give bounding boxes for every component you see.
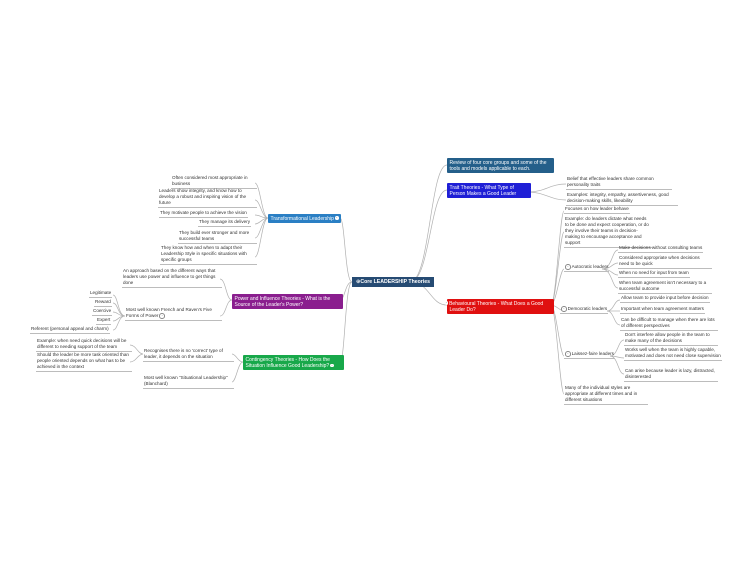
collapse-toggle-icon[interactable]: - — [565, 264, 571, 270]
autocratic-label: Autocratic leaders — [571, 264, 609, 270]
power-form-text: Reward — [95, 299, 111, 304]
laissez-faire-item[interactable]: Can arise because leader is lazy, distra… — [624, 368, 718, 382]
behaviour-item-text: Focuses on how leader behave — [565, 206, 629, 211]
trait-item-text: Belief that effective leaders share comm… — [567, 176, 654, 187]
five-forms-text: Most well known French and Raven's Five … — [126, 307, 212, 319]
behavioural-theories-topic[interactable]: -Behavioural Theories - What Does a Good… — [444, 299, 554, 315]
autocratic-item-text: Considered appropriate when decisions ne… — [619, 255, 700, 266]
power-form-item[interactable]: Legitimate — [89, 290, 113, 298]
democratic-label: Democratic leaders — [567, 306, 608, 312]
laissez-faire-item-text: Can arise because leader is lazy, distra… — [625, 368, 715, 379]
autocratic-leaders-node[interactable]: -Autocratic leaders — [564, 264, 610, 272]
transformational-item[interactable]: Often considered most appropriate in bus… — [171, 175, 257, 189]
contingency-item-text: Example: when need quick decisions will … — [37, 338, 127, 349]
transformational-text: Transformational Leadership — [270, 215, 334, 222]
behaviour-focus-item[interactable]: Focuses on how leader behave — [564, 206, 630, 214]
behaviour-summary-item[interactable]: Many of the individual styles are approp… — [564, 385, 648, 405]
review-topic[interactable]: Review of four core groups and some of t… — [447, 158, 554, 174]
contingency-theories-topic[interactable]: Contingency Theories - How Does the Situ… — [243, 355, 344, 371]
contingency-example-item[interactable]: Should the leader be more task oriented … — [36, 352, 132, 372]
transformational-item[interactable]: They manage its delivery — [198, 219, 252, 227]
autocratic-item[interactable]: When team agreement isn't necessary to a… — [618, 280, 712, 294]
transformational-item-text: Often considered most appropriate in bus… — [172, 175, 248, 186]
democratic-item[interactable]: Can be difficult to manage when there ar… — [620, 317, 718, 331]
power-form-text: Expert — [97, 317, 111, 322]
contingency-situation-text: Recognises there is no 'correct' type of… — [144, 348, 223, 359]
behaviour-item-text: Example: do leaders dictate what needs t… — [565, 216, 649, 245]
trait-theories-topic[interactable]: Trait Theories - What Type of Person Mak… — [447, 183, 531, 199]
power-form-text: Legitimate — [90, 290, 112, 295]
democratic-leaders-node[interactable]: -Democratic leaders — [560, 306, 609, 314]
autocratic-item-text: When team agreement isn't necessary to a… — [619, 280, 707, 291]
power-form-item[interactable]: Referent (personal appeal and charm) — [30, 326, 110, 334]
transformational-item-text: Leaders show integrity, and know how to … — [159, 188, 247, 205]
transformational-item[interactable]: They motivate people to achieve the visi… — [159, 210, 248, 218]
transformational-item-text: They motivate people to achieve the visi… — [160, 210, 247, 215]
power-form-item[interactable]: Coercive — [92, 308, 113, 316]
democratic-item-text: Can be difficult to manage when there ar… — [621, 317, 715, 328]
behaviour-example-item[interactable]: Example: do leaders dictate what needs t… — [564, 216, 652, 248]
trait-item-examples[interactable]: Examples: integrity, empathy, assertiven… — [566, 192, 678, 206]
democratic-item[interactable]: Allow team to provide input before decis… — [620, 295, 710, 303]
power-influence-text: Power and Influence Theories - What is t… — [234, 295, 331, 308]
democratic-item[interactable]: Important when team agreement matters — [620, 306, 705, 314]
laissez-faire-leaders-node[interactable]: -Laissez-faire leaders — [564, 351, 615, 359]
contingency-situation-node[interactable]: Recognises there is no 'correct' type of… — [143, 348, 234, 362]
power-form-text: Referent (personal appeal and charm) — [31, 326, 109, 331]
collapse-toggle-icon[interactable]: - — [159, 313, 166, 319]
autocratic-item-text: When no need for input from team — [619, 270, 689, 275]
power-influence-topic[interactable]: Power and Influence Theories - What is t… — [232, 294, 343, 310]
behavioural-theories-text: Behavioural Theories - What Does a Good … — [449, 300, 544, 313]
autocratic-item[interactable]: Make decisions without consulting teams — [618, 245, 704, 253]
contingency-example-item[interactable]: Example: when need quick decisions will … — [36, 338, 132, 352]
transformational-item-text: They know how and when to adapt their Le… — [161, 245, 247, 262]
root-topic[interactable]: ⊕Core LEADERSHIP Theories — [352, 277, 435, 287]
expand-toggle-icon[interactable]: - — [330, 362, 334, 368]
power-form-text: Coercive — [93, 308, 112, 313]
power-form-item[interactable]: Reward — [94, 299, 112, 307]
transformational-item[interactable]: Leaders show integrity, and know how to … — [158, 188, 257, 208]
power-intro-text: An approach based on the different ways … — [123, 268, 216, 285]
contingency-item-text: Should the leader be more task oriented … — [37, 352, 129, 369]
expand-toggle-icon[interactable]: - — [334, 215, 339, 220]
review-topic-text: Review of four core groups and some of t… — [449, 159, 547, 172]
collapse-toggle-icon[interactable]: - — [444, 300, 449, 305]
contingency-theories-text: Contingency Theories - How Does the Situ… — [245, 356, 330, 369]
transformational-item[interactable]: They build ever stronger and more succes… — [178, 230, 257, 244]
laissez-faire-item-text: Works well when the team is highly capab… — [625, 347, 721, 358]
five-forms-of-power-node[interactable]: Most well known French and Raven's Five … — [125, 307, 222, 321]
collapse-toggle-icon[interactable]: - — [565, 351, 571, 357]
trait-item-text: Examples: integrity, empathy, assertiven… — [567, 192, 669, 203]
autocratic-item-text: Make decisions without consulting teams — [619, 245, 703, 250]
root-topic-label: Core LEADERSHIP Theories — [360, 279, 431, 285]
mindmap-icon: ⊕ — [356, 279, 361, 285]
situational-leadership-item[interactable]: Most well known "Situational Leadership"… — [143, 375, 234, 389]
situational-leadership-text: Most well known "Situational Leadership"… — [144, 375, 228, 386]
democratic-item-text: Important when team agreement matters — [621, 306, 704, 311]
transformational-item[interactable]: They know how and when to adapt their Le… — [160, 245, 257, 265]
collapse-toggle-icon[interactable]: - — [561, 306, 567, 312]
laissez-faire-label: Laissez-faire leaders — [571, 351, 614, 357]
power-form-item[interactable]: Expert — [96, 317, 112, 325]
transformational-item-text: They manage its delivery — [199, 219, 251, 224]
power-intro-item[interactable]: An approach based on the different ways … — [122, 268, 222, 288]
behaviour-item-text: Many of the individual styles are approp… — [565, 385, 638, 402]
laissez-faire-item[interactable]: Works well when the team is highly capab… — [624, 347, 722, 361]
transformational-item-text: They build ever stronger and more succes… — [179, 230, 250, 241]
trait-theories-text: Trait Theories - What Type of Person Mak… — [449, 184, 517, 197]
democratic-item-text: Allow team to provide input before decis… — [621, 295, 709, 300]
laissez-faire-item[interactable]: Don't interfere allow people in the team… — [624, 332, 718, 346]
transformational-leadership-topic[interactable]: Transformational Leadership- — [268, 214, 342, 224]
trait-item-belief[interactable]: Belief that effective leaders share comm… — [566, 176, 672, 190]
laissez-faire-item-text: Don't interfere allow people in the team… — [625, 332, 710, 343]
autocratic-item[interactable]: Considered appropriate when decisions ne… — [618, 255, 712, 269]
autocratic-item[interactable]: When no need for input from team — [618, 270, 690, 278]
